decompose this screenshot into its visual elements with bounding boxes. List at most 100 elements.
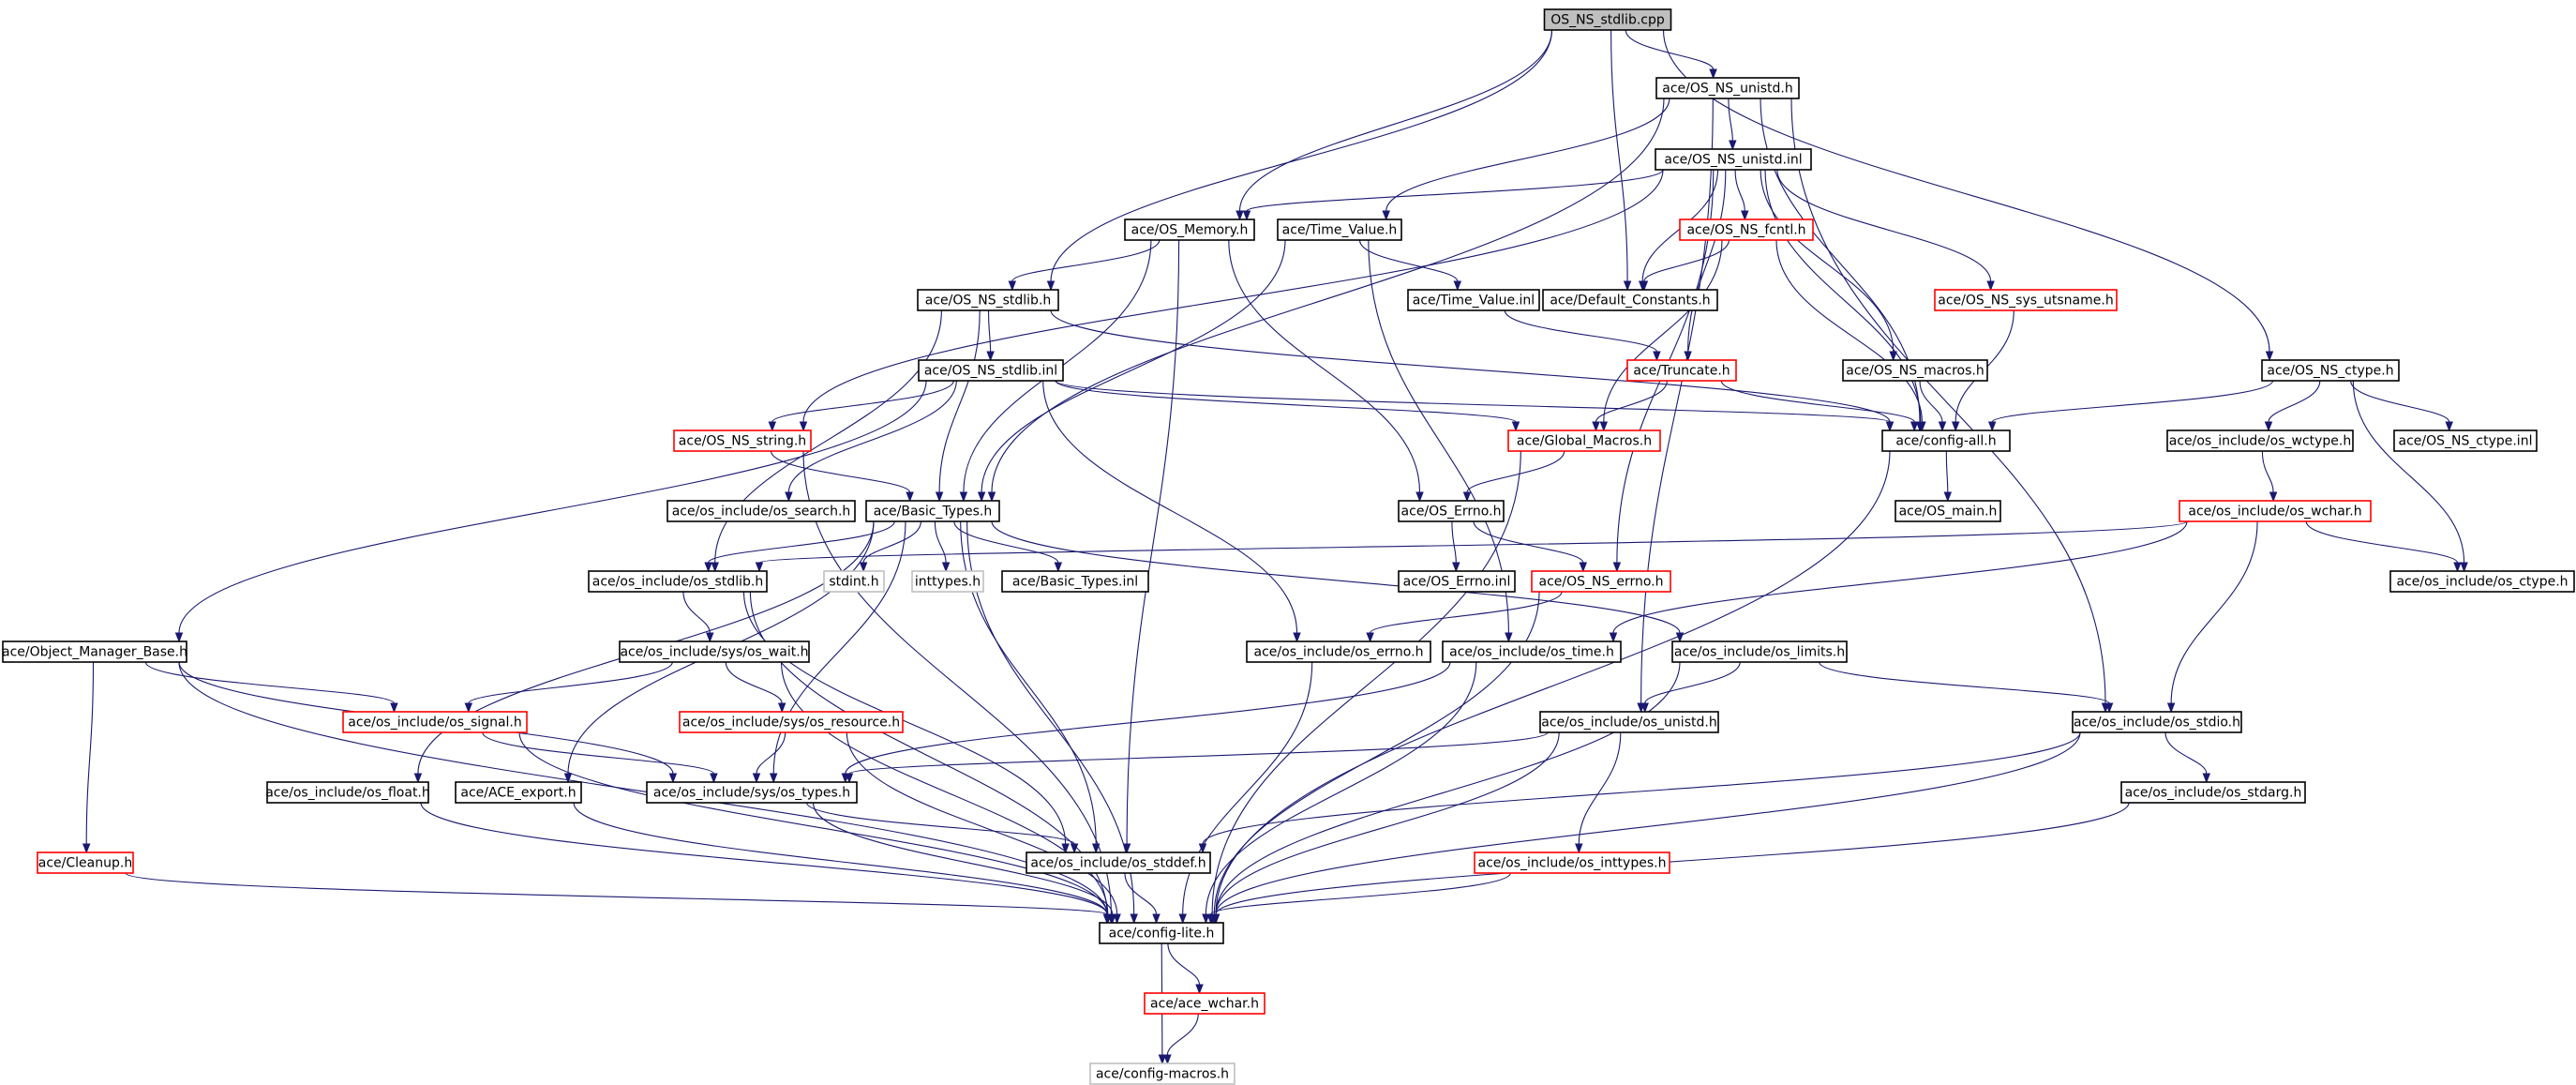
arrowhead xyxy=(1163,1054,1172,1065)
node-label: ace/OS_NS_unistd.h xyxy=(1662,82,1793,97)
node-ace-time-value-h[interactable]: ace/Time_Value.h xyxy=(1277,219,1402,241)
node-ace-basic-types-h[interactable]: ace/Basic_Types.h xyxy=(865,500,1000,522)
arrowhead xyxy=(1505,632,1513,643)
arrowhead xyxy=(1202,913,1210,925)
node-ace-os-include-os-wchar-h[interactable]: ace/os_include/os_wchar.h xyxy=(2179,500,2372,522)
node-ace-ace-export-h[interactable]: ace/ACE_export.h xyxy=(455,781,582,804)
node-ace-os-ns-stdlib-inl[interactable]: ace/OS_NS_stdlib.inl xyxy=(918,359,1064,382)
node-ace-os-include-os-stddef-h[interactable]: ace/os_include/os_stddef.h xyxy=(1026,851,1211,874)
node-label: ace/os_include/os_limits.h xyxy=(1674,645,1845,660)
edge-objmgr-to-os_signal xyxy=(144,661,398,714)
node-label: ace/ace_wchar.h xyxy=(1150,997,1259,1012)
node-ace-os-include-os-stdarg-h[interactable]: ace/os_include/os_stdarg.h xyxy=(2120,781,2306,804)
node-ace-os-include-os-float-h[interactable]: ace/os_include/os_float.h xyxy=(265,781,430,804)
node-ace-config-lite-h[interactable]: ace/config-lite.h xyxy=(1099,922,1224,944)
node-ace-os-ns-errno-h[interactable]: ace/OS_NS_errno.h xyxy=(1531,570,1671,593)
node-ace-os-ns-fcntl-h[interactable]: ace/OS_NS_fcntl.h xyxy=(1679,219,1814,241)
edge-oserrno-to-ns_errno xyxy=(1473,520,1588,573)
node-label: ace/OS_NS_macros.h xyxy=(1846,364,1984,379)
edge-line xyxy=(2305,520,2459,564)
edge-line xyxy=(1612,520,2188,634)
node-ace-truncate-h[interactable]: ace/Truncate.h xyxy=(1626,359,1737,382)
node-ace-os-errno-inl[interactable]: ace/OS_Errno.inl xyxy=(1398,570,1516,593)
edge-os_wctype-to-os_wchar xyxy=(2261,450,2278,503)
node-ace-os-ns-macros-h[interactable]: ace/OS_NS_macros.h xyxy=(1842,359,1988,382)
node-ace-global-macros-h[interactable]: ace/Global_Macros.h xyxy=(1507,429,1661,452)
edge-line xyxy=(1991,380,2274,423)
edge-line xyxy=(2350,380,2450,423)
edge-basictypes-to-basictypes_inl xyxy=(953,520,1063,573)
arrowhead xyxy=(1452,562,1460,573)
arrowhead xyxy=(1684,351,1692,362)
edge-line xyxy=(144,661,395,704)
node-ace-basic-types-inl[interactable]: ace/Basic_Types.inl xyxy=(1001,570,1149,593)
edge-stdlib_inl-to-ns_string xyxy=(768,380,954,432)
node-ace-os-include-os-search-h[interactable]: ace/os_include/os_search.h xyxy=(666,500,856,522)
node-ace-os-ns-stdlib-h[interactable]: ace/OS_NS_stdlib.h xyxy=(917,289,1059,311)
node-ace-os-include-os-wctype-h[interactable]: ace/os_include/os_wctype.h xyxy=(2166,429,2354,452)
arrowhead xyxy=(1158,1054,1167,1065)
node-ace-os-include-os-limits-h[interactable]: ace/os_include/os_limits.h xyxy=(1671,640,1848,663)
node-ace-os-ns-string-h[interactable]: ace/OS_NS_string.h xyxy=(673,429,812,452)
edge-basictypes-to-stdint xyxy=(859,520,921,573)
node-ace-config-all-h[interactable]: ace/config-all.h xyxy=(1881,429,2011,452)
edge-line xyxy=(1640,98,1714,704)
edge-line xyxy=(573,802,1108,915)
node-ace-os-include-os-inttypes-h[interactable]: ace/os_include/os_inttypes.h xyxy=(1474,851,1670,874)
node-label: inttypes.h xyxy=(915,575,981,590)
arrowhead xyxy=(2453,562,2462,573)
arrowhead xyxy=(1709,68,1717,80)
node-label: ace/os_include/sys/os_types.h xyxy=(653,786,850,801)
edge-unistd_h-to-timevalue xyxy=(1382,98,1670,221)
edge-line xyxy=(1466,450,1565,493)
node-label: ace/os_include/os_time.h xyxy=(1449,645,1614,660)
node-box xyxy=(1124,219,1255,241)
edge-os_unistd-to-configlite xyxy=(1211,731,1560,925)
node-ace-os-memory-h[interactable]: ace/OS_Memory.h xyxy=(1124,219,1255,241)
node-ace-os-include-os-time-h[interactable]: ace/os_include/os_time.h xyxy=(1442,640,1622,663)
node-os-ns-stdlib-cpp[interactable]: OS_NS_stdlib.cpp xyxy=(1543,8,1672,31)
edge-line xyxy=(1211,450,1521,915)
node-ace-os-include-os-stdlib-h[interactable]: ace/os_include/os_stdlib.h xyxy=(588,570,768,593)
node-ace-os-include-os-signal-h[interactable]: ace/os_include/os_signal.h xyxy=(342,711,528,733)
node-ace-os-include-os-errno-h[interactable]: ace/os_include/os_errno.h xyxy=(1246,640,1431,663)
node-ace-os-errno-h[interactable]: ace/OS_Errno.h xyxy=(1398,500,1505,522)
node-inttypes-h[interactable]: inttypes.h xyxy=(911,570,984,593)
arrowhead xyxy=(1102,913,1112,925)
edge-unistd_h-to-unistd_inl xyxy=(1728,98,1737,151)
arrowhead xyxy=(1987,421,1997,432)
node-ace-os-ns-unistd-h[interactable]: ace/OS_NS_unistd.h xyxy=(1655,77,1800,99)
node-label: ace/os_include/os_errno.h xyxy=(1254,645,1424,660)
node-stdint-h[interactable]: stdint.h xyxy=(823,570,885,593)
node-label: ace/os_include/os_stdarg.h xyxy=(2125,786,2302,801)
node-ace-os-main-h[interactable]: ace/OS_main.h xyxy=(1895,500,2001,522)
node-ace-os-include-os-unistd-h[interactable]: ace/os_include/os_unistd.h xyxy=(1539,711,1719,733)
node-ace-os-ns-sys-utsname-h[interactable]: ace/OS_NS_sys_utsname.h xyxy=(1934,289,2118,311)
node-ace-time-value-inl[interactable]: ace/Time_Value.inl xyxy=(1407,289,1540,311)
arrowhead xyxy=(1054,562,1063,573)
arrowhead xyxy=(1108,913,1116,925)
node-ace-os-include-sys-os-resource-h[interactable]: ace/os_include/sys/os_resource.h xyxy=(679,711,904,733)
node-ace-os-include-sys-os-types-h[interactable]: ace/os_include/sys/os_types.h xyxy=(646,781,858,804)
edge-line xyxy=(991,520,1681,634)
edge-line xyxy=(1210,872,1511,915)
node-ace-os-include-os-ctype-h[interactable]: ace/os_include/os_ctype.h xyxy=(2389,570,2575,593)
node-ace-os-ns-unistd-inl[interactable]: ace/OS_NS_unistd.inl xyxy=(1655,148,1812,171)
edge-os_stdlib-to-sys_wait xyxy=(682,591,714,643)
node-ace-cleanup-h[interactable]: ace/Cleanup.h xyxy=(37,851,134,874)
node-ace-os-ns-ctype-h[interactable]: ace/OS_NS_ctype.h xyxy=(2261,359,2400,382)
node-label: ace/os_include/os_ctype.h xyxy=(2396,575,2568,590)
node-ace-config-macros-h[interactable]: ace/config-macros.h xyxy=(1089,1062,1236,1085)
node-ace-default-constants-h[interactable]: ace/Default_Constants.h xyxy=(1542,289,1718,311)
node-ace-os-include-sys-os-wait-h[interactable]: ace/os_include/sys/os_wait.h xyxy=(619,640,810,663)
node-ace-ace-wchar-h[interactable]: ace/ace_wchar.h xyxy=(1144,992,1266,1015)
arrowhead xyxy=(752,773,761,784)
edge-line xyxy=(1238,29,1553,212)
node-ace-os-include-os-stdio-h[interactable]: ace/os_include/os_stdio.h xyxy=(2072,711,2242,733)
node-ace-object-manager-base-h[interactable]: ace/Object_Manager_Base.h xyxy=(2,640,187,663)
edge-line xyxy=(1050,29,1553,282)
arrowhead xyxy=(769,773,778,784)
arrowhead xyxy=(390,702,398,714)
node-ace-os-ns-ctype-inl[interactable]: ace/OS_NS_ctype.inl xyxy=(2393,429,2538,452)
node-box xyxy=(865,500,1000,522)
